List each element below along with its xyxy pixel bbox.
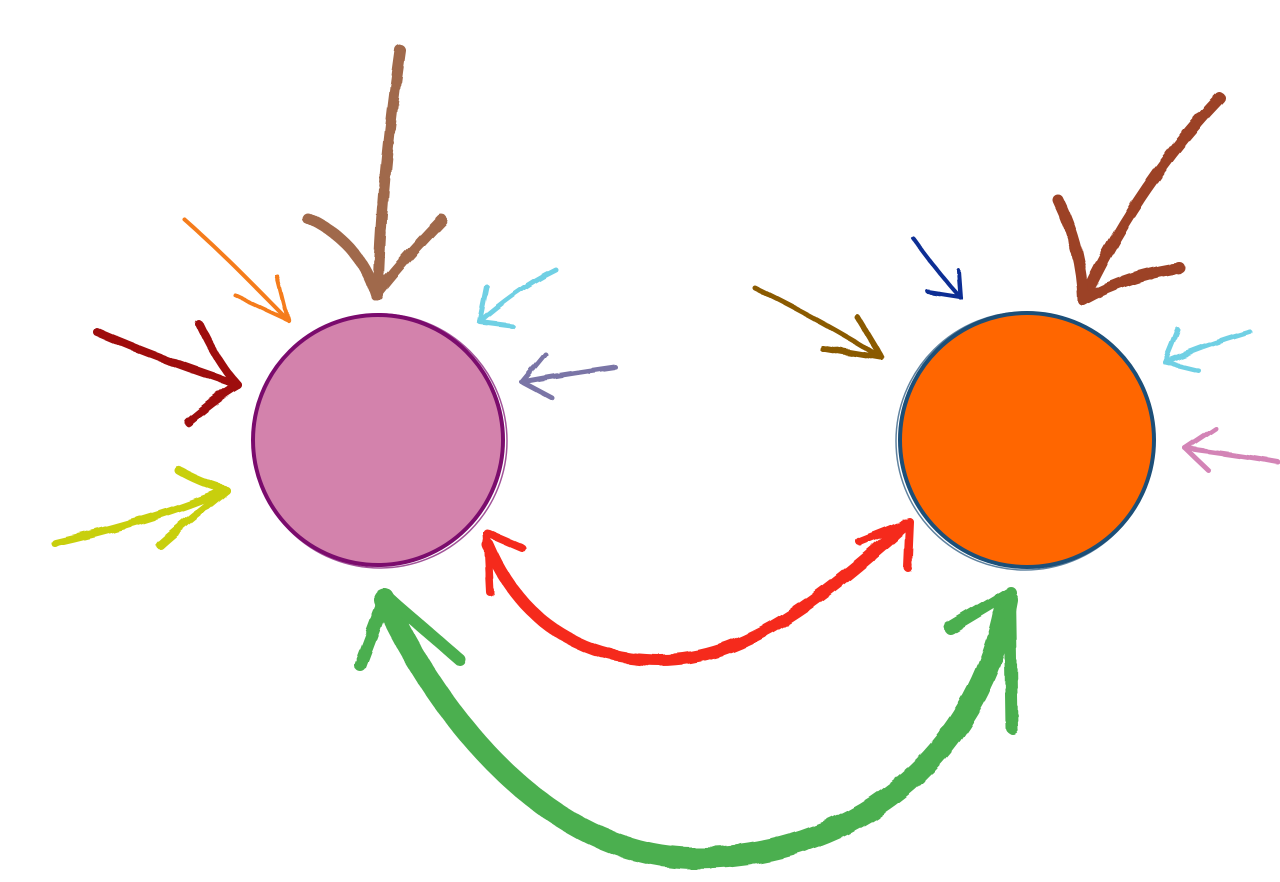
arrow-top-navy: [911, 236, 962, 299]
arrow-lower-left-yellow-green: [51, 466, 230, 549]
arrow-upper-left-olive: [752, 285, 885, 361]
arrow-top-right-rust: [1052, 92, 1226, 306]
connector-right-to-left: [482, 518, 914, 666]
arrow-right-cyan: [1162, 327, 1253, 373]
arrow-top-brown: [301, 44, 448, 301]
arrow-left-dark-red: [93, 321, 242, 426]
right-node[interactable]: [895, 311, 1156, 571]
arrow-upper-left-orange: [183, 218, 290, 322]
connector-left-to-right: [354, 586, 1018, 870]
arrow-upper-right-cyan: [477, 267, 559, 329]
arrow-right-pink: [1182, 425, 1280, 475]
arrow-right-purple-gray: [519, 351, 618, 401]
left-node[interactable]: [251, 313, 508, 569]
